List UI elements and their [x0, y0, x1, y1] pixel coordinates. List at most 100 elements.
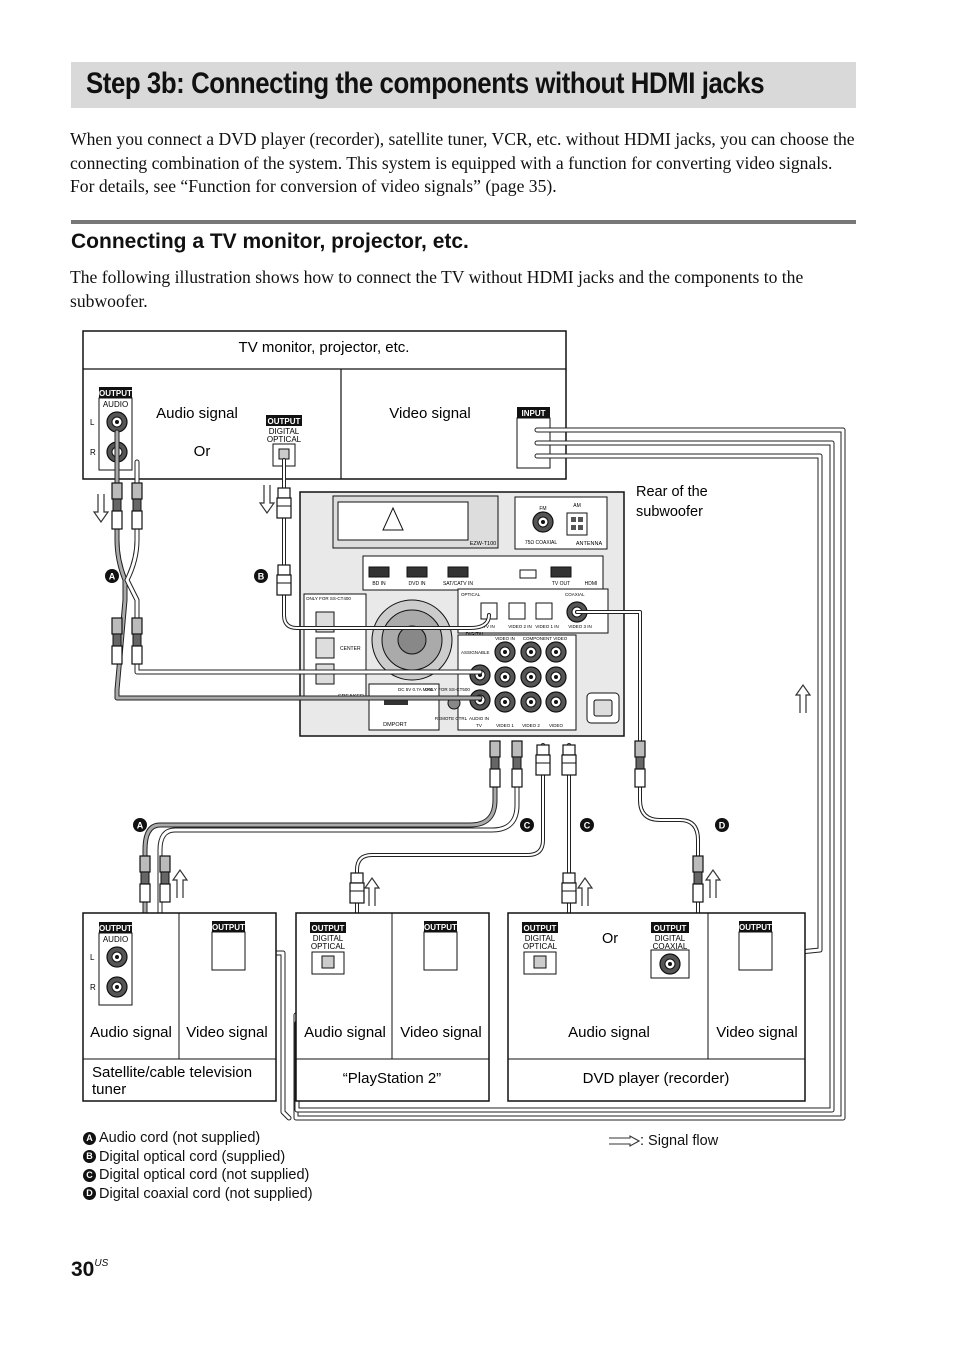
svg-text:OPTICAL: OPTICAL — [311, 942, 346, 951]
playstation-audio-signal-label: Audio signal — [304, 1024, 386, 1041]
svg-text:EZW-T100: EZW-T100 — [470, 541, 497, 547]
svg-text:DIGITAL: DIGITAL — [655, 934, 686, 943]
svg-text:L: L — [90, 418, 95, 427]
intro-paragraph: When you connect a DVD player (recorder)… — [70, 129, 855, 196]
legend-text: Digital optical cord (supplied) — [99, 1148, 286, 1165]
satellite-video-signal-label: Video signal — [186, 1024, 267, 1041]
dvd-video-signal-label: Video signal — [716, 1024, 797, 1041]
legend-marker: D — [83, 1187, 96, 1201]
svg-text:OUTPUT: OUTPUT — [212, 923, 245, 932]
tv-or-label: Or — [194, 443, 211, 460]
svg-text:OPTICAL: OPTICAL — [461, 592, 481, 597]
tv-optical-output-jack: OUTPUT DIGITAL OPTICAL — [266, 415, 302, 467]
svg-text:AUDIO IN: AUDIO IN — [469, 716, 489, 721]
svg-text:OUTPUT: OUTPUT — [524, 924, 557, 933]
svg-text:TV IN: TV IN — [483, 624, 495, 629]
satellite-audio-signal-label: Audio signal — [90, 1024, 172, 1041]
svg-text:OUTPUT: OUTPUT — [99, 924, 132, 933]
marker-b: B — [258, 572, 265, 582]
satellite-name: Satellite/cable television — [92, 1064, 252, 1081]
legend-marker: A — [83, 1131, 96, 1145]
dvd-or-label: Or — [602, 931, 618, 947]
svg-text:ASSIGNABLE: ASSIGNABLE — [461, 650, 490, 655]
svg-text:OUTPUT: OUTPUT — [268, 417, 301, 426]
subwoofer-label-line2: subwoofer — [636, 504, 703, 520]
legend-text: Digital coaxial cord (not supplied) — [99, 1185, 313, 1202]
svg-text:VIDEO 3 IN: VIDEO 3 IN — [568, 624, 592, 629]
signal-flow-text: : Signal flow — [640, 1133, 719, 1149]
svg-text:DIGITAL: DIGITAL — [313, 934, 344, 943]
svg-text:ANTENNA: ANTENNA — [576, 541, 603, 547]
svg-text:OUTPUT: OUTPUT — [654, 924, 687, 933]
legend-marker: C — [83, 1168, 96, 1182]
svg-text:ONLY FOR SS-CT400: ONLY FOR SS-CT400 — [306, 596, 351, 601]
section-paragraph: The following illustration shows how to … — [70, 267, 804, 311]
page-number-suffix: US — [94, 1258, 109, 1269]
legend-marker: B — [83, 1150, 96, 1164]
svg-text:OUTPUT: OUTPUT — [739, 923, 772, 932]
svg-text:VIDEO: VIDEO — [549, 723, 564, 728]
svg-text:VIDEO 2: VIDEO 2 — [522, 723, 540, 728]
svg-text:COAXIAL: COAXIAL — [565, 592, 585, 597]
page-number-value: 30 — [71, 1258, 95, 1281]
dvd-audio-signal-label: Audio signal — [568, 1024, 650, 1041]
dvd-player-box: OUTPUT DIGITAL OPTICAL OUTPUT DIGITAL CO… — [507, 912, 806, 1102]
svg-text:OUTPUT: OUTPUT — [99, 389, 132, 398]
cables — [114, 427, 846, 1121]
svg-text:VIDEO 1: VIDEO 1 — [496, 723, 514, 728]
svg-text:75Ω COAXIAL: 75Ω COAXIAL — [525, 540, 558, 546]
svg-text:ONLY FOR SS-CT500: ONLY FOR SS-CT500 — [425, 687, 470, 692]
svg-text:DIGITAL: DIGITAL — [525, 934, 556, 943]
svg-text:VIDEO 1 IN: VIDEO 1 IN — [535, 624, 559, 629]
svg-text:TV OUT: TV OUT — [552, 581, 570, 587]
marker-c-dvd: C — [584, 821, 591, 831]
legend-text: Digital optical cord (not supplied) — [99, 1167, 310, 1183]
legend-text: Audio cord (not supplied) — [99, 1130, 261, 1146]
svg-text:AUDIO: AUDIO — [103, 400, 128, 409]
signal-flow-arrow-icon — [609, 1135, 640, 1147]
svg-text:COAXIAL: COAXIAL — [653, 942, 688, 951]
marker-c-ps2: C — [524, 821, 531, 831]
title-bar — [71, 62, 856, 108]
page-title: Step 3b: Connecting the components witho… — [86, 67, 765, 100]
subwoofer-rear-panel: EZW-T100 FM AM 75Ω COAXIAL ANTENNA BD IN… — [299, 491, 625, 737]
svg-text:OUTPUT: OUTPUT — [424, 923, 457, 932]
section-title: Connecting a TV monitor, projector, etc. — [71, 230, 469, 253]
svg-text:R: R — [90, 983, 96, 992]
satellite-name-line2: tuner — [92, 1081, 126, 1098]
subwoofer-label: Rear of the — [636, 484, 708, 500]
satellite-tuner-box: OUTPUT AUDIO L R OUTPUT Audio signal Vid… — [82, 912, 277, 1102]
section-rule — [71, 220, 856, 224]
page-number: 30US — [71, 1258, 108, 1282]
playstation-name: “PlayStation 2” — [343, 1070, 441, 1087]
tv-box-title: TV monitor, projector, etc. — [239, 339, 410, 356]
svg-text:COMPONENT VIDEO: COMPONENT VIDEO — [523, 636, 568, 641]
svg-text:DMPORT: DMPORT — [383, 722, 407, 728]
svg-text:AM: AM — [573, 503, 581, 509]
svg-text:OPTICAL: OPTICAL — [267, 435, 302, 444]
tv-video-input-jack: INPUT — [516, 407, 551, 469]
signal-flow-legend: : Signal flow — [608, 1133, 718, 1149]
svg-text:FM: FM — [539, 506, 546, 512]
dvd-name: DVD player (recorder) — [583, 1070, 730, 1087]
svg-text:DVD IN: DVD IN — [409, 581, 426, 587]
svg-text:DIGITAL: DIGITAL — [269, 427, 300, 436]
svg-text:TV: TV — [476, 723, 482, 728]
svg-text:OUTPUT: OUTPUT — [312, 924, 345, 933]
tv-box: TV monitor, projector, etc. Audio signal… — [82, 330, 567, 480]
svg-text:DC 5V 0.7A MAX: DC 5V 0.7A MAX — [398, 687, 433, 692]
marker-d: D — [719, 821, 726, 831]
svg-text:HDMI: HDMI — [585, 581, 598, 587]
playstation-box: OUTPUT DIGITAL OPTICAL OUTPUT Audio sign… — [295, 912, 490, 1102]
marker-a-top: A — [109, 572, 116, 582]
playstation-video-signal-label: Video signal — [400, 1024, 481, 1041]
svg-text:L: L — [90, 953, 95, 962]
svg-text:VIDEO 2 IN: VIDEO 2 IN — [508, 624, 532, 629]
svg-text:REMOTE CTRL: REMOTE CTRL — [435, 716, 468, 721]
